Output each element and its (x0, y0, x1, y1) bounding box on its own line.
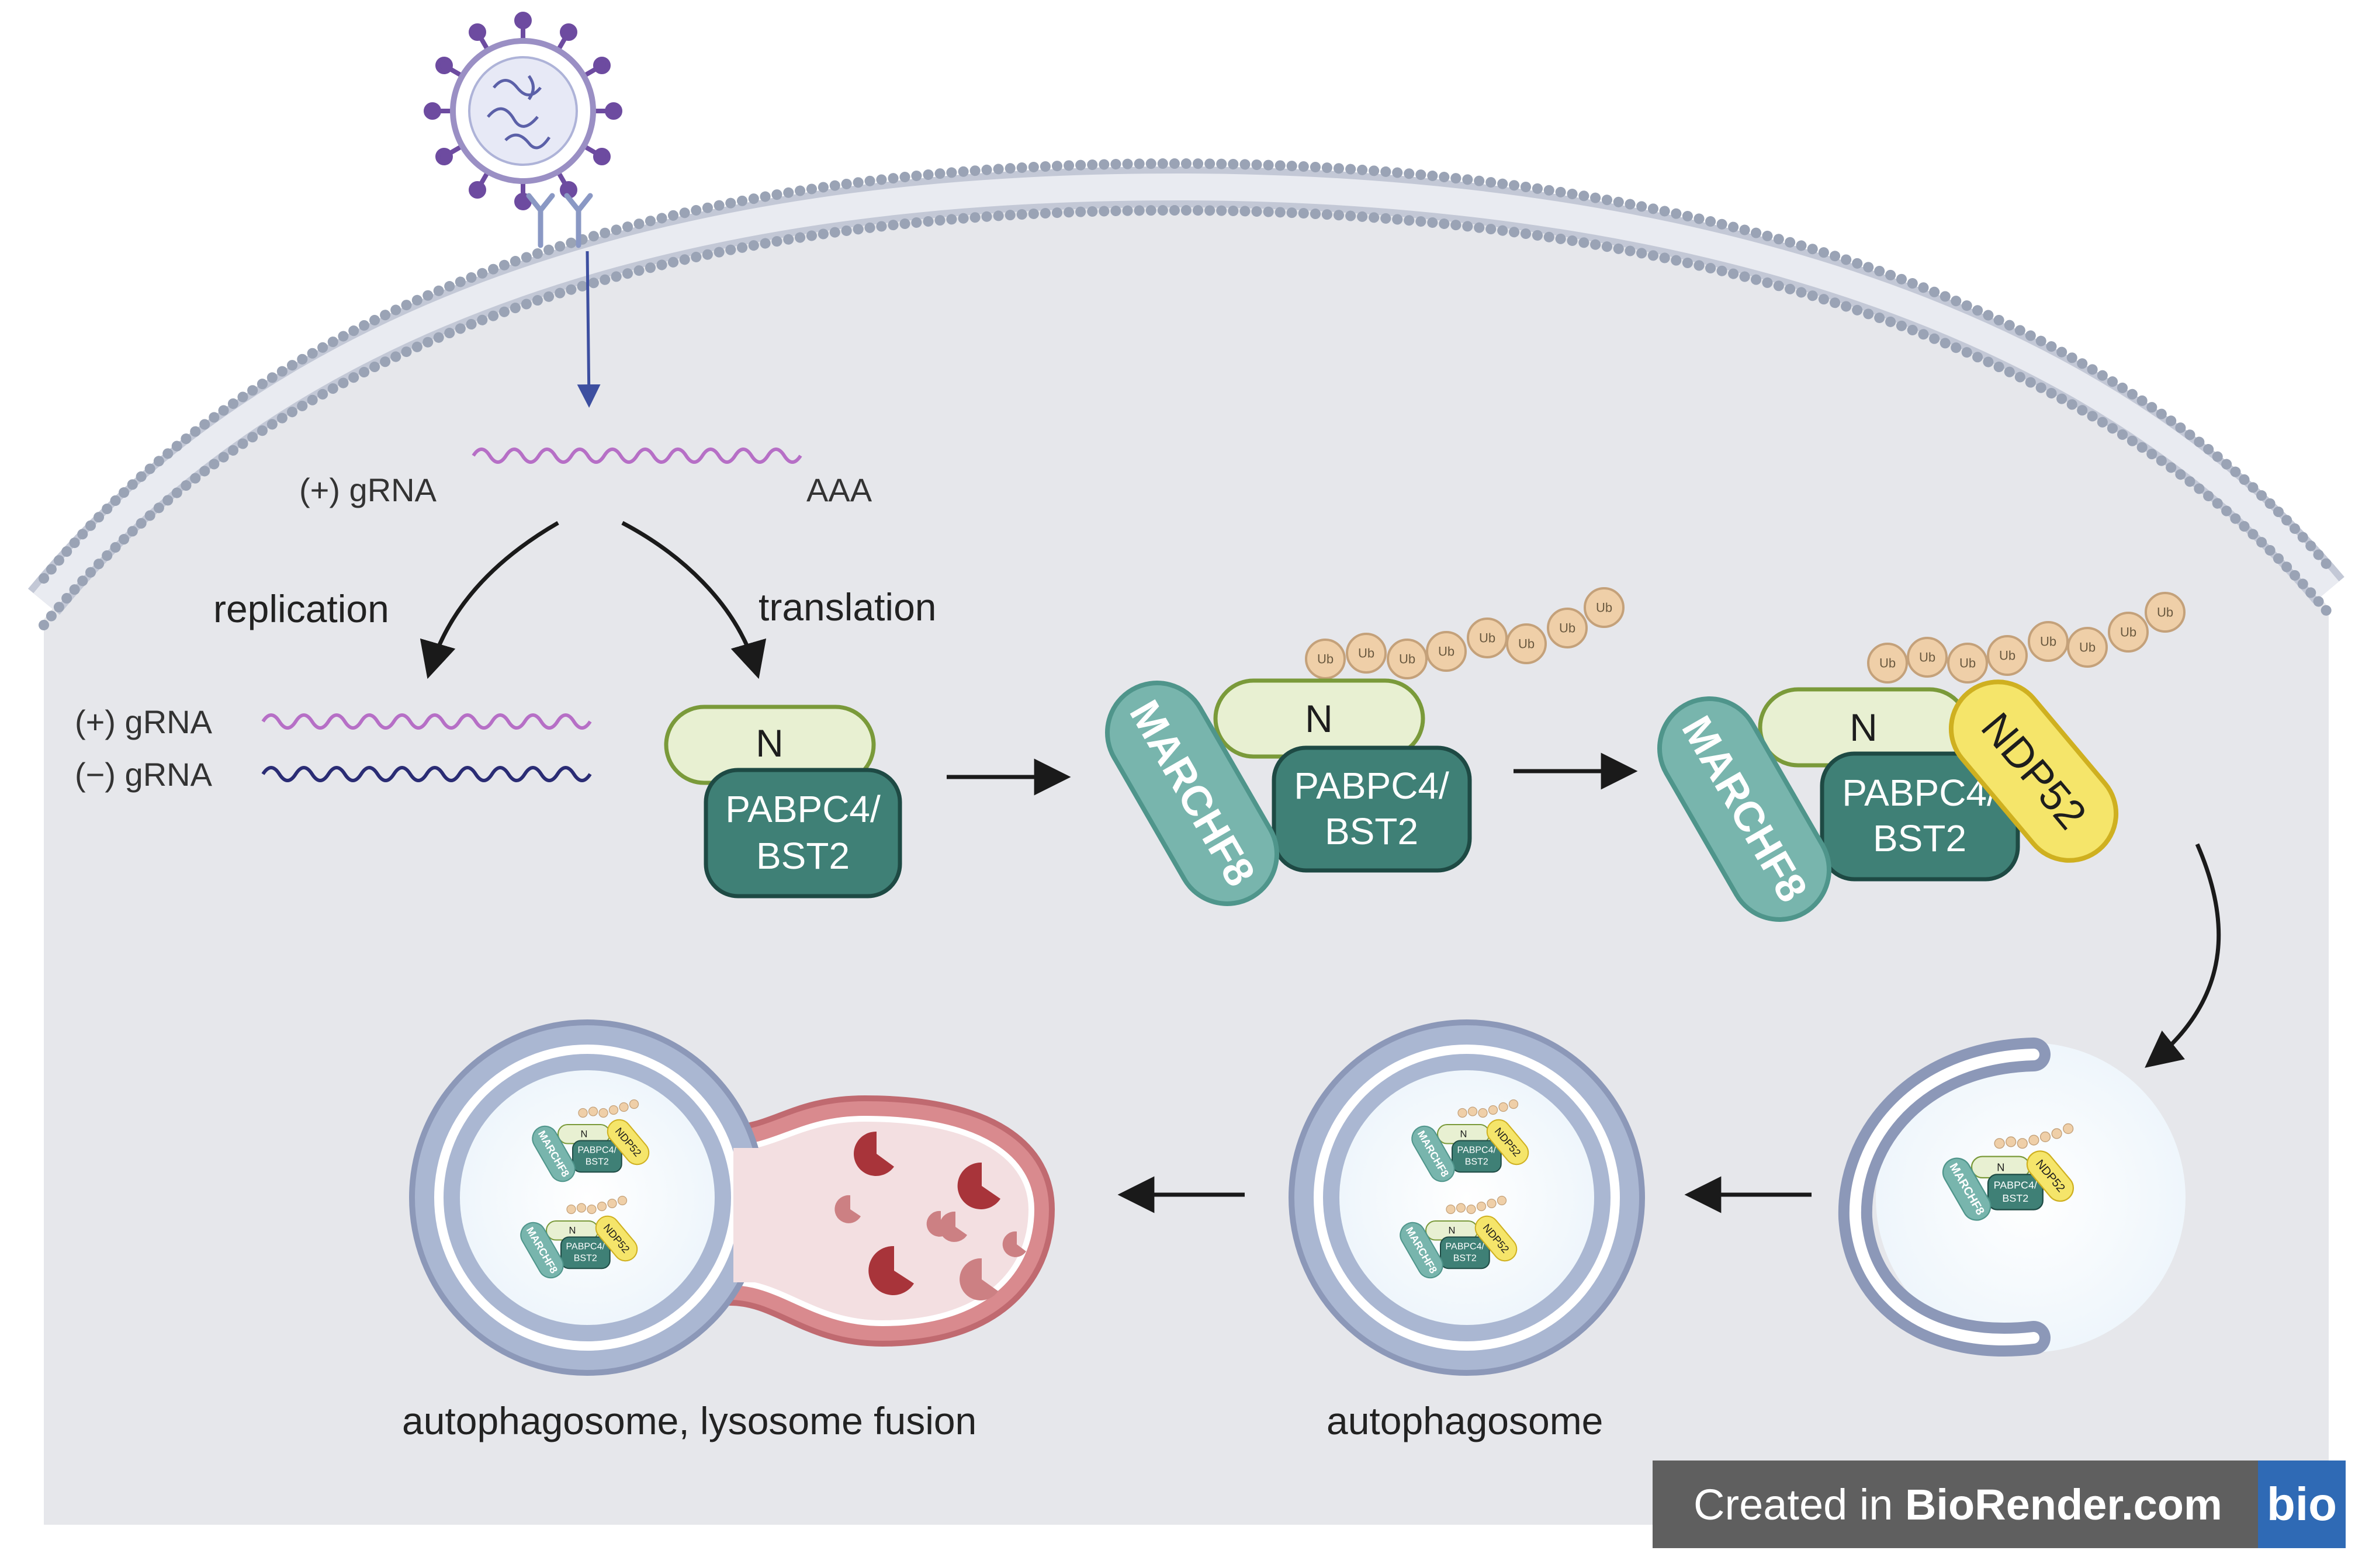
ub-label: Ub (2079, 640, 2096, 655)
mini-pabpc4-label: PABPC4/ (578, 1145, 617, 1155)
ub-label: Ub (2157, 605, 2173, 620)
pabpc4-bst2-protein (1272, 745, 1472, 873)
mini-bst2-label: BST2 (1465, 1157, 1488, 1167)
ub-label: Ub (1559, 621, 1575, 636)
ndp52-protein (1948, 679, 2119, 863)
autolysosome: N PABPC4/ BST2 NDP52 MARCHF8 N PABPC4/ B… (409, 1019, 1055, 1376)
receptor-icon (526, 193, 593, 248)
phagophore: N PABPC4/ BST2 NDP52 MARCHF8 (1838, 1038, 2186, 1357)
complex-n-pabpc4: N PABPC4/ BST2 (664, 705, 902, 899)
ub-label: Ub (1479, 631, 1495, 646)
pabpc4-label: PABPC4/ (725, 788, 881, 830)
ub-label: Ub (1518, 637, 1535, 651)
grna-minus-label: (−) gRNA (75, 756, 213, 793)
biorender-logo-icon: bio (2258, 1461, 2346, 1548)
plus-grna-strand-top (472, 447, 802, 464)
marchf8-protein (1657, 696, 1831, 922)
minus-grna-strand (261, 766, 592, 782)
ub-label: Ub (1879, 656, 1896, 671)
mini-complex: N PABPC4/ BST2 NDP52 MARCHF8 (1411, 1099, 1529, 1182)
mini-complex: N PABPC4/ BST2 NDP52 MARCHF8 (1942, 1123, 2075, 1221)
grna-plus-label: (+) gRNA (75, 703, 213, 740)
ub-label: Ub (1317, 652, 1334, 667)
mini-bst2-label: BST2 (2002, 1192, 2028, 1204)
mini-bst2-label: BST2 (574, 1253, 597, 1263)
complex-ndp52: Ub Ub Ub Ub Ub Ub Ub Ub N PABPC4/ BST2 N… (1657, 592, 2186, 922)
marchf8-protein (1105, 681, 1279, 906)
mini-n-label: N (569, 1225, 576, 1236)
ub-label: Ub (1959, 656, 1976, 671)
mini-n-label: N (1997, 1161, 2004, 1173)
watermark-brand: BioRender.com (1904, 1480, 2222, 1529)
entry-arrow (577, 251, 601, 408)
autophagosome-label: autophagosome (1327, 1399, 1603, 1442)
pabpc4-label: PABPC4/ (1294, 765, 1449, 807)
plus-grna-strand (261, 713, 592, 730)
mini-pabpc4-label: PABPC4/ (1994, 1180, 2037, 1191)
ub-label: Ub (2040, 634, 2056, 649)
mini-n-label: N (1449, 1225, 1456, 1236)
mini-n-label: N (1460, 1129, 1467, 1139)
mini-bst2-label: BST2 (586, 1157, 609, 1167)
mini-bst2-label: BST2 (1453, 1253, 1477, 1263)
autophagosome: N PABPC4/ BST2 NDP52 MARCHF8 N PABPC4/ B… (1289, 1019, 1645, 1376)
plasma-membrane (27, 158, 2344, 630)
ub-label: Ub (1999, 648, 2015, 663)
mini-pabpc4-label: PABPC4/ (566, 1241, 605, 1251)
step-arrow-3 (2145, 843, 2221, 1068)
bst2-label: BST2 (1873, 817, 1966, 859)
n-protein-label: N (756, 721, 784, 765)
pabpc4-label: PABPC4/ (1842, 772, 1997, 814)
mini-pabpc4-label: PABPC4/ (1457, 1145, 1497, 1155)
ub-label: Ub (1919, 650, 1935, 665)
complex-marchf8: Ub Ub Ub Ub Ub Ub Ub Ub N PABPC4/ BST2 M… (1105, 587, 1625, 906)
ubiquitin-chain-1: Ub Ub Ub Ub Ub Ub Ub Ub (1305, 587, 1625, 679)
virus-icon (424, 12, 622, 210)
watermark-text: Created in BioRender.com (1653, 1480, 2258, 1529)
ub-label: Ub (1358, 646, 1374, 661)
n-protein-label: N (1850, 706, 1878, 749)
replication-label: replication (213, 587, 389, 630)
mini-n-label: N (581, 1129, 588, 1139)
n-protein-label: N (1305, 697, 1333, 740)
translation-label: translation (759, 585, 937, 629)
aaa-label: AAA (806, 471, 872, 508)
autophagosome-lysosome-label: autophagosome, lysosome fusion (402, 1399, 976, 1442)
ub-label: Ub (1596, 601, 1612, 615)
ub-label: Ub (1438, 644, 1454, 659)
ubiquitin-chain-2: Ub Ub Ub Ub Ub Ub Ub Ub (1867, 592, 2186, 684)
watermark-prefix: Created in (1693, 1480, 1905, 1529)
bst2-label: BST2 (756, 835, 850, 877)
biorender-watermark: Created in BioRender.com bio (1653, 1461, 2346, 1548)
replication-arrow (420, 521, 559, 679)
mini-pabpc4-label: PABPC4/ (1446, 1241, 1485, 1251)
lysosomal-enzyme-icon (834, 1131, 1026, 1300)
ub-label: Ub (1399, 652, 1415, 667)
mini-complex: N PABPC4/ BST2 NDP52 MARCHF8 (532, 1099, 650, 1182)
mini-complex: N PABPC4/ BST2 NDP52 MARCHF8 (1400, 1195, 1518, 1279)
pabpc4-bst2-protein (704, 768, 902, 899)
translation-arrow (621, 521, 767, 679)
ub-label: Ub (2120, 625, 2136, 640)
grna-plus-top-label: (+) gRNA (299, 471, 437, 508)
bst2-label: BST2 (1325, 810, 1418, 852)
